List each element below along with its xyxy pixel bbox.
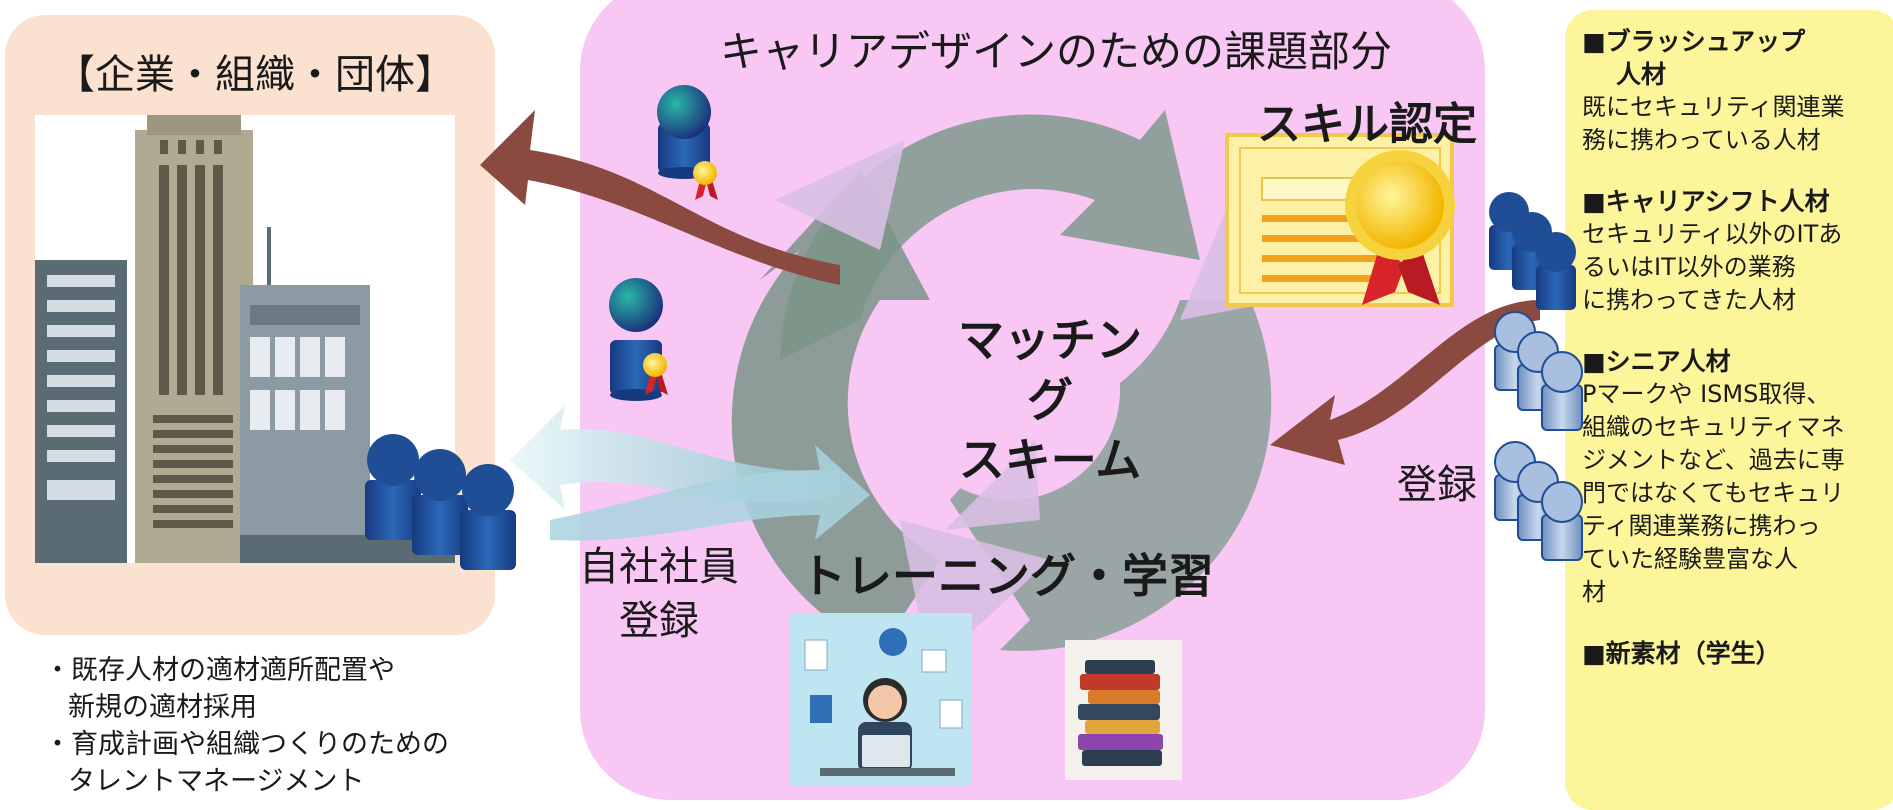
hr-type-heading-line2: 人材 [1616,60,1667,89]
hr-type-senior: ■シニア人材 Pマークや ISMS取得、 組織のセキュリティマネ ジメントなど、… [1582,345,1893,609]
hr-type-heading: ■シニア人材 [1582,347,1731,376]
laptop-worker-icon [790,613,972,785]
hr-type-body-line: に携わってきた人材 [1582,286,1797,314]
register-own-line: 自社社員 [579,544,739,590]
career-design-title: キャリアデザインのための課題部分 [720,27,1393,76]
hr-type-body-line: ティ関連業務に携わっ [1582,512,1821,540]
register-label: 登録 [1397,462,1477,508]
hr-type-students: ■新素材（学生） [1582,637,1893,670]
matching-line: スキーム [958,433,1142,487]
hire-arrow-icon [480,110,840,285]
senior-people-icon [1494,441,1583,561]
hr-type-body-line: 組織のセキュリティマネ [1582,413,1845,441]
person-icon [609,278,668,401]
hr-types-panel [1565,10,1893,810]
employee-group-icon [365,434,516,570]
note-line: ・育成計画や組織つくりのための [44,729,449,760]
note-line: タレントマネージメント [68,766,365,797]
hr-types-list: ■ブラッシュアップ 人材 既にセキュリティ関連業 務に携わっている人材 ■キャリ… [1582,25,1893,698]
person-icon [657,85,718,200]
certificate-icon [1225,133,1455,307]
hr-type-body-line: 門ではなくてもセキュリ [1582,479,1845,507]
register-arrow-icon [1270,300,1540,465]
hr-type-body-line: 既にセキュリティ関連業 [1582,93,1845,121]
hr-type-body-line: 務に携わっている人材 [1582,126,1821,154]
matching-scheme-label: マッチング スキーム [940,310,1160,490]
hr-type-body-line: Pマークや ISMS取得、 [1582,380,1831,408]
hr-type-body-line: るいはIT以外の業務 [1582,253,1796,281]
register-own-line: 登録 [619,598,699,644]
hr-type-body-line: 材 [1582,578,1606,606]
note-line: 新規の適材採用 [68,692,257,723]
hr-type-body-line: ジメントなど、過去に専 [1582,446,1845,474]
building-icon [35,115,455,563]
register-own-label: 自社社員 登録 [574,540,744,648]
office-buildings-illustration [35,115,455,563]
matching-line: マッチング [958,313,1142,427]
hr-type-body-line: セキュリティ以外のITあ [1582,220,1843,248]
brushup-people-icon [1489,192,1576,310]
hr-type-career-shift: ■キャリアシフト人材 セキュリティ以外のITあ るいはIT以外の業務 に携わって… [1582,185,1893,317]
hr-type-heading: ■キャリアシフト人材 [1582,187,1830,216]
hr-type-body-line: ていた経験豊富な人 [1582,545,1798,573]
career-shift-people-icon [1494,311,1583,431]
training-label: トレーニング・学習 [800,549,1214,603]
skill-certification-label: スキル認定 [1257,99,1477,150]
hr-type-heading: ■ブラッシュアップ [1582,27,1806,56]
organization-title: 【企業・組織・団体】 [55,52,455,98]
cycle-arrow-icon [731,110,1272,651]
books-icon [1065,640,1182,780]
organization-notes: ・既存人材の適材適所配置や 新規の適材採用 ・育成計画や組織つくりのための タレ… [44,652,449,800]
hr-type-heading: ■新素材（学生） [1582,639,1781,668]
hr-type-brushup: ■ブラッシュアップ 人材 既にセキュリティ関連業 務に携わっている人材 [1582,25,1893,157]
note-line: ・既存人材の適材適所配置や [44,655,395,686]
